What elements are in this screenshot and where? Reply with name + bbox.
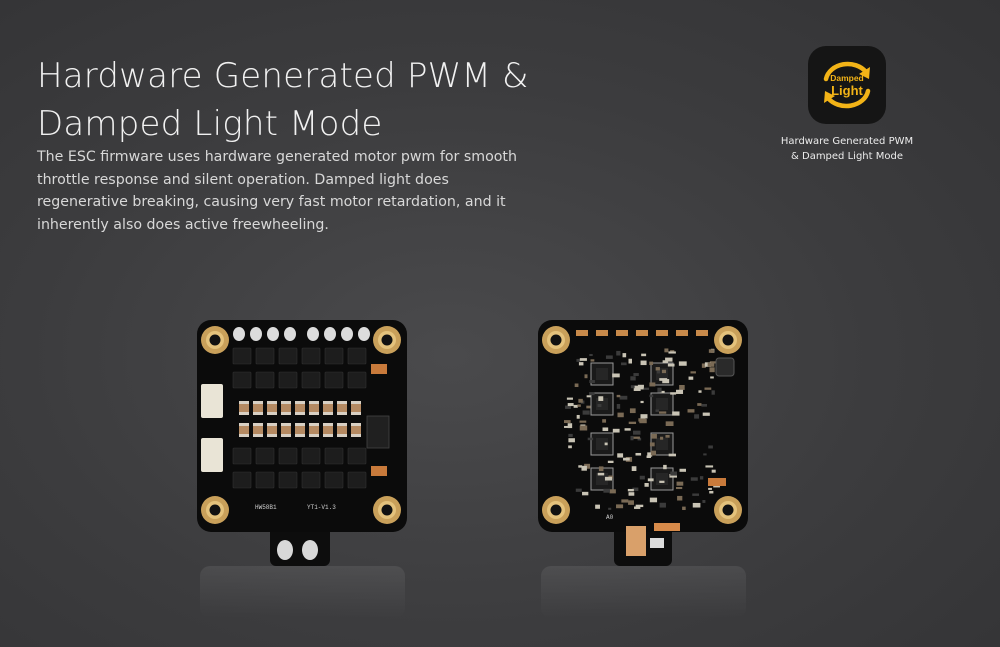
badge-caption: Hardware Generated PWM & Damped Light Mo… <box>776 134 918 164</box>
badge-icon-text-top: Damped <box>830 73 864 83</box>
badge-caption-line1: Hardware Generated PWM <box>780 136 914 147</box>
badge-icon-text-bottom: Light <box>831 83 863 98</box>
esc-board-front-image: HW58B1 YT1-V1.3 <box>195 318 410 622</box>
page-title-line2: Damped Light Mode <box>37 104 383 144</box>
badge-caption-line2: & Damped Light Mode <box>791 151 903 162</box>
feature-badge: Damped Light Hardware Generated PWM & Da… <box>776 46 918 164</box>
page-title-line1: Hardware Generated PWM & <box>37 56 529 96</box>
damped-light-icon: Damped Light <box>808 46 886 124</box>
front-silk-label: HW58B1 <box>255 504 277 511</box>
feature-description: The ESC firmware uses hardware generated… <box>37 149 517 233</box>
front-silk-version: YT1-V1.3 <box>307 504 336 511</box>
page-title: Hardware Generated PWM & Damped Light Mo… <box>37 52 597 148</box>
back-silk-label: A0 <box>606 514 614 521</box>
esc-board-back-image: A0 <box>536 318 751 622</box>
